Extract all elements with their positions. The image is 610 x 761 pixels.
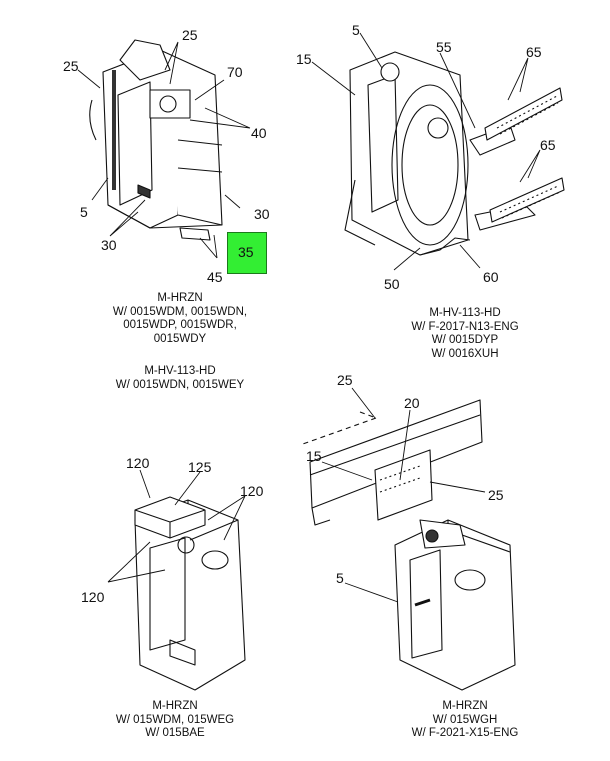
callout-45[interactable]: 45 [207,269,223,285]
callout-30[interactable]: 30 [101,237,117,253]
callout-125[interactable]: 125 [188,459,212,475]
leaders-top-right [311,32,541,271]
callout-70[interactable]: 70 [227,64,243,80]
caption-top-right: M-HV-113-HD W/ F-2017-N13-ENG W/ 0015DYP… [411,307,519,360]
tank-bottom-left [134,496,246,691]
leaders-top-left [77,41,251,259]
callout-20[interactable]: 20 [404,395,420,411]
callout-60[interactable]: 60 [483,269,499,285]
callout-40[interactable]: 40 [251,125,267,141]
callout-55[interactable]: 55 [436,39,452,55]
callout-50[interactable]: 50 [384,276,400,292]
caption-bottom-left: M-HRZN W/ 015WDM, 015WEG W/ 015BAE [115,700,235,739]
frame-bottom-right [299,399,483,526]
callout-35-highlighted[interactable]: 35 [238,244,254,260]
callout-5[interactable]: 5 [336,570,344,586]
callout-30[interactable]: 30 [254,206,270,222]
callout-5[interactable]: 5 [80,204,88,220]
caption-mid-left: M-HV-113-HD W/ 0015WDN, 0015WEY [115,365,245,391]
callout-25[interactable]: 25 [182,27,198,43]
callout-120[interactable]: 120 [240,483,264,499]
steps-top-right [484,87,565,223]
caption-top-left: M-HRZN W/ 0015WDM, 0015WDN, 0015WDP, 001… [112,292,248,345]
caption-bottom-right: M-HRZN W/ 015WGH W/ F-2021-X15-ENG [411,700,519,739]
callout-120[interactable]: 120 [126,455,150,471]
leaders-bottom-left [107,469,246,583]
callout-25[interactable]: 25 [63,58,79,74]
tank-top-left [89,39,223,241]
highlight-box [227,232,267,274]
callout-120[interactable]: 120 [81,589,105,605]
callout-65[interactable]: 65 [526,44,542,60]
callout-5[interactable]: 5 [352,22,360,38]
tank-top-right [344,51,536,256]
callout-25[interactable]: 25 [337,372,353,388]
callout-15[interactable]: 15 [306,448,322,464]
tank-bottom-right [394,519,516,691]
callout-65[interactable]: 65 [540,137,556,153]
leaders-bottom-right [321,387,486,603]
callout-25[interactable]: 25 [488,487,504,503]
callout-15[interactable]: 15 [296,51,312,67]
